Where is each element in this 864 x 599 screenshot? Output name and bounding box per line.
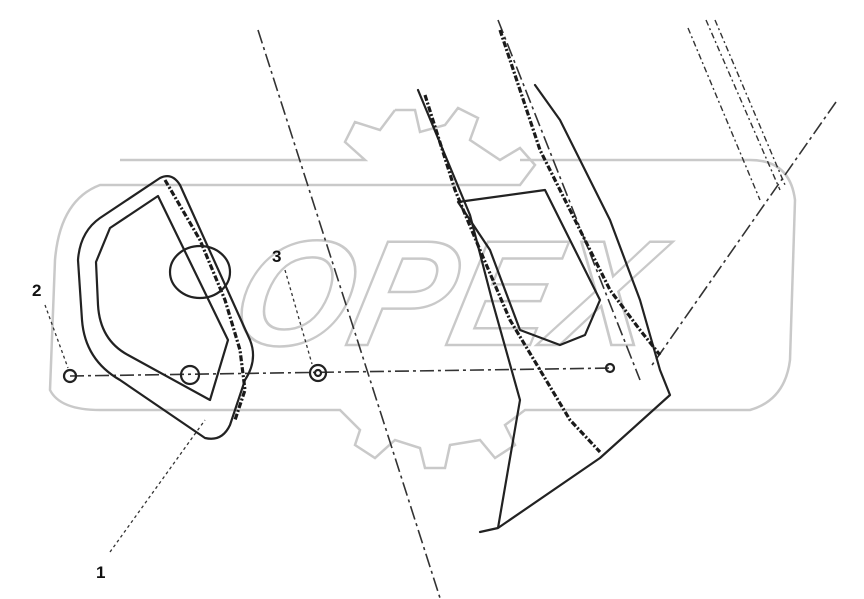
callout-labels: 1 2 3 <box>32 247 281 582</box>
lamp-assembly <box>76 175 255 440</box>
bracket-edge-b <box>705 19 781 191</box>
lamp-lens-edge <box>163 179 247 421</box>
callout-1: 1 <box>96 563 105 582</box>
bracket-outline <box>416 83 672 534</box>
bracket-flange <box>423 94 602 454</box>
bracket-edge-a <box>687 27 761 201</box>
nut-body <box>308 363 328 383</box>
leader-1 <box>109 419 206 553</box>
leader-2 <box>44 304 69 369</box>
bracket-diagonal <box>649 101 837 369</box>
callout-2: 2 <box>32 281 41 300</box>
centerline-b <box>497 19 641 381</box>
bracket-edge-c <box>714 19 786 186</box>
lamp-housing-inner <box>94 194 230 402</box>
washer-ring <box>62 368 78 384</box>
nut-bore <box>313 368 323 378</box>
axis-line <box>69 367 616 377</box>
watermark-gear-icon <box>48 106 797 470</box>
watermark: OPEX <box>48 106 797 470</box>
mounting-bracket <box>416 29 672 534</box>
lamp-housing-outer <box>76 175 255 440</box>
washer <box>62 368 78 384</box>
lamp-stud <box>179 364 201 386</box>
construction-lines <box>69 19 837 599</box>
bracket-flange-inner <box>498 29 662 356</box>
leaders <box>44 269 313 553</box>
nut <box>308 363 328 383</box>
callout-3: 3 <box>272 247 281 266</box>
bracket-slot <box>456 188 602 347</box>
watermark-text: OPEX <box>220 211 680 378</box>
lamp-reflector <box>168 244 232 300</box>
bracket-hole <box>604 362 616 374</box>
leader-3 <box>284 269 313 365</box>
